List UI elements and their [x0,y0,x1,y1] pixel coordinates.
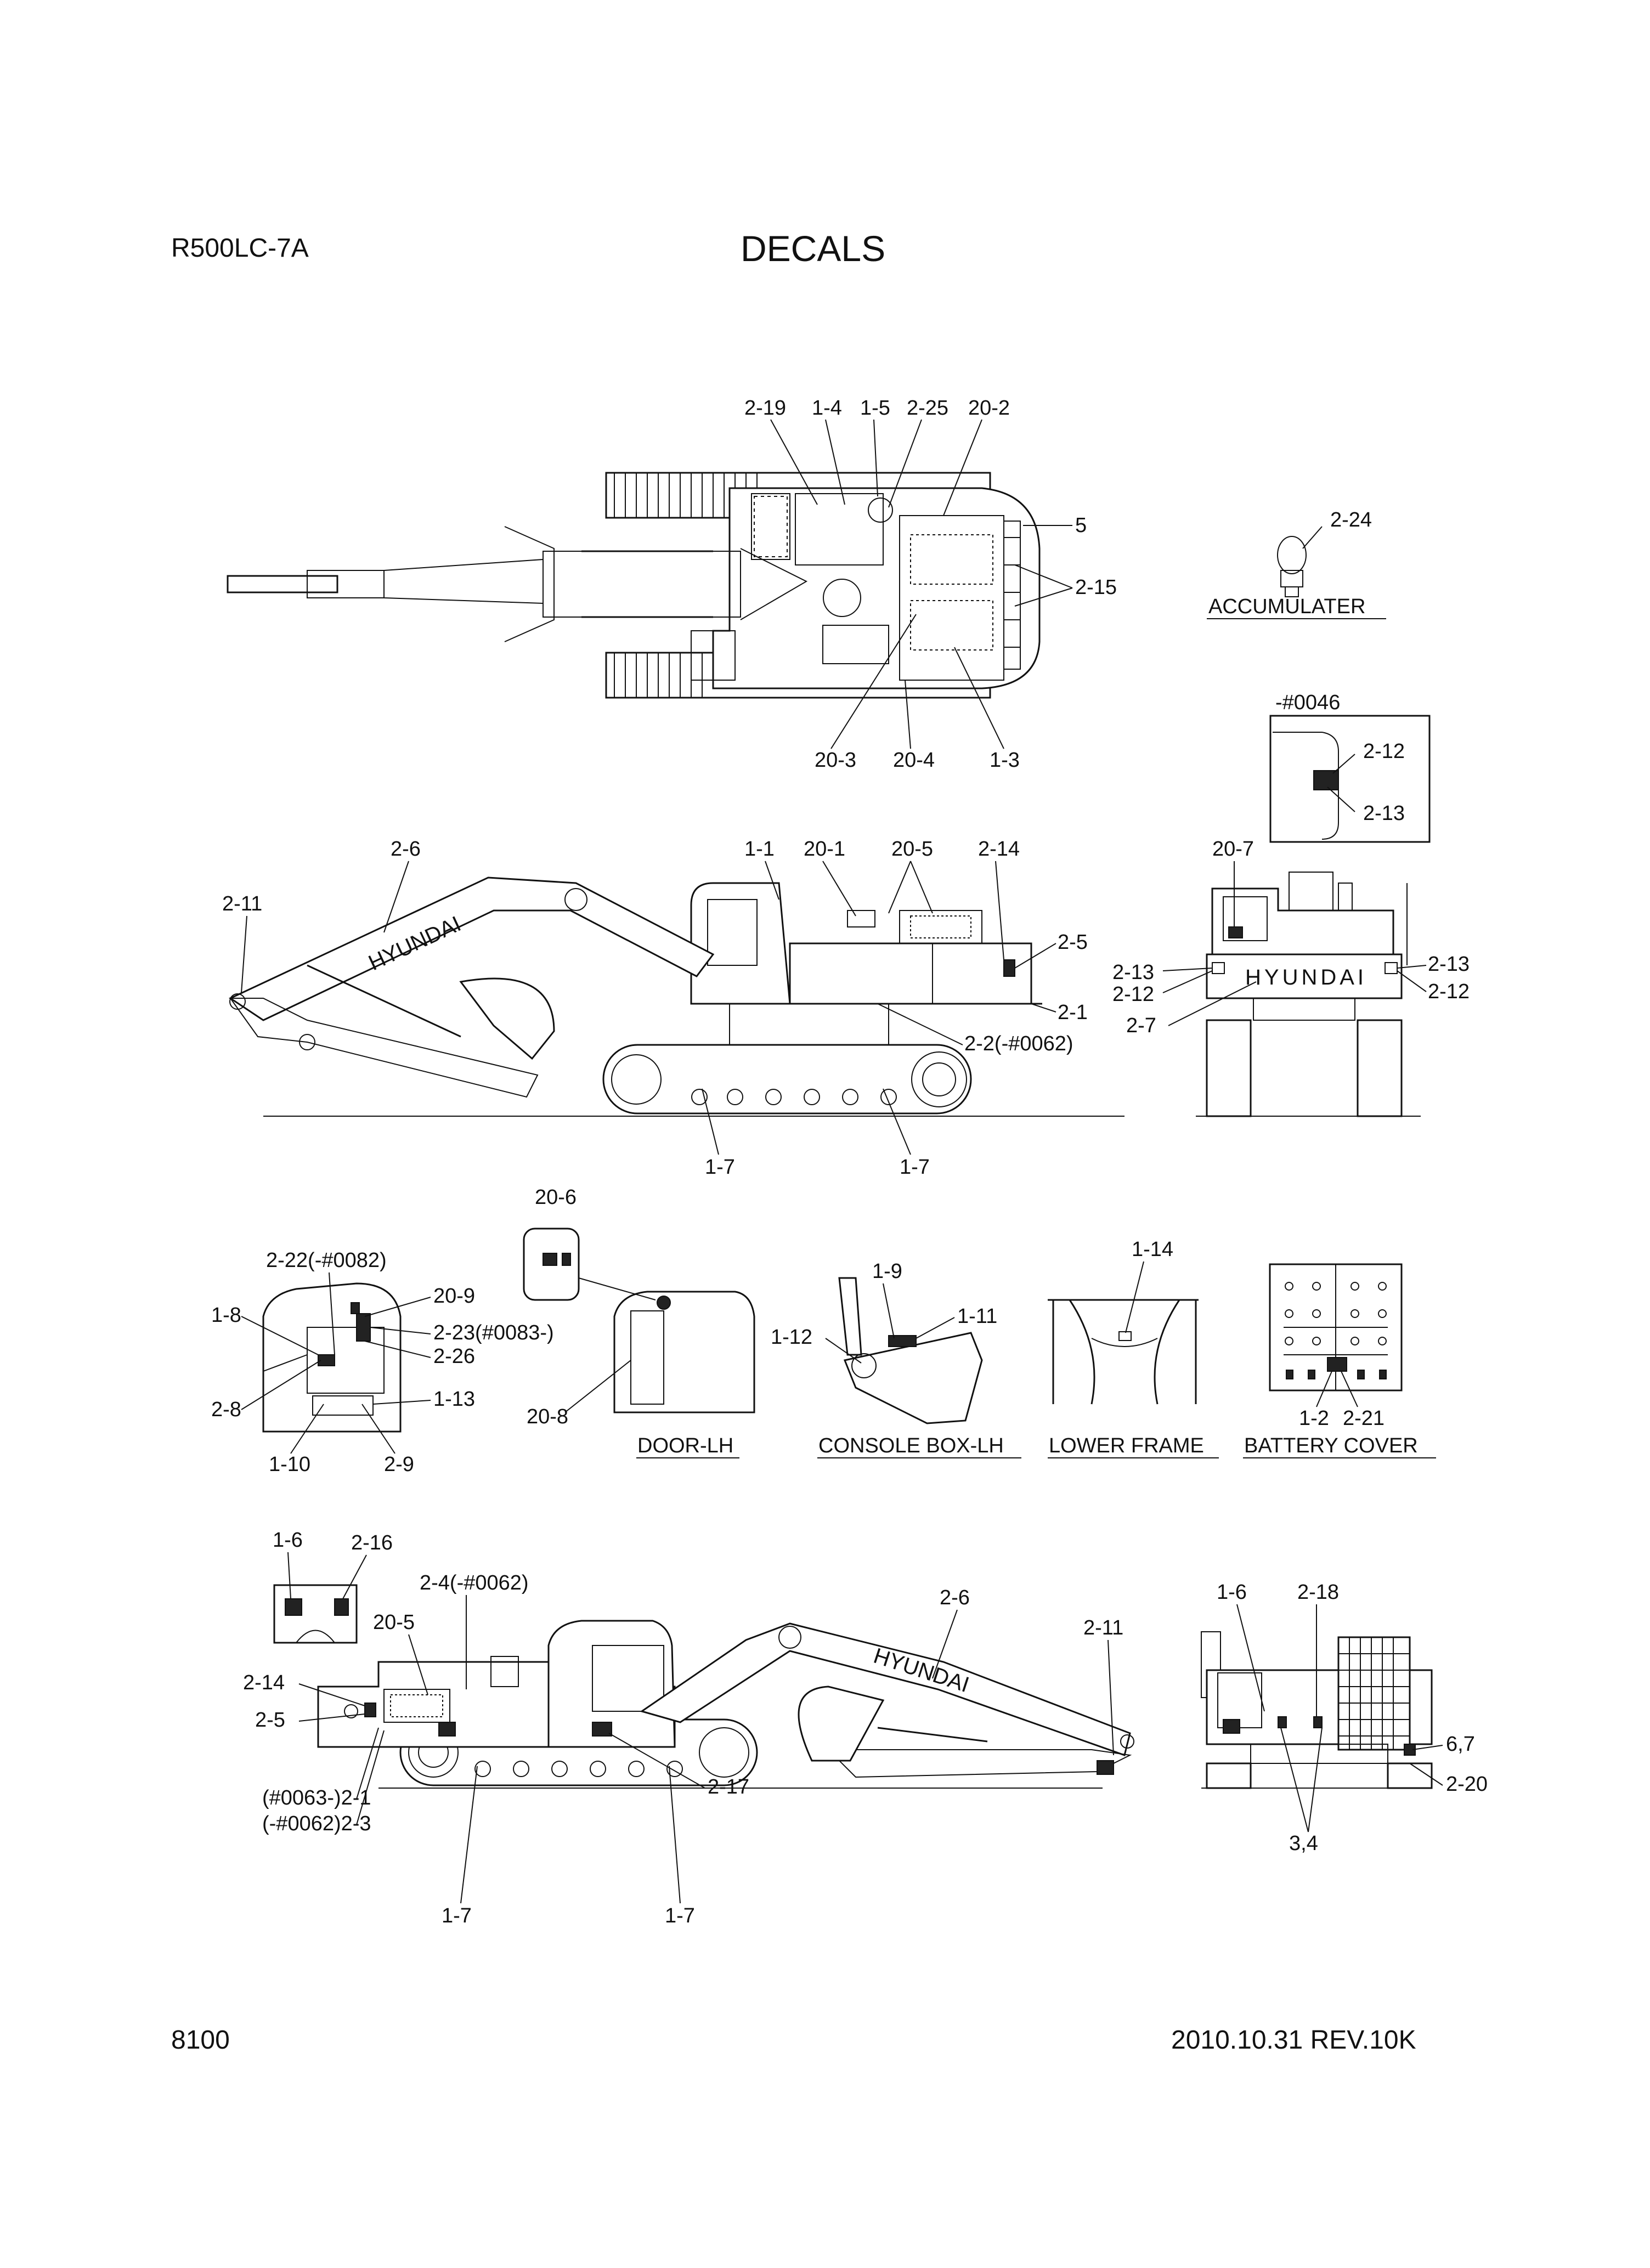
callout: 5 [1075,514,1087,537]
callout: 2-14 [243,1671,285,1694]
callout: 20-3 [815,749,856,772]
side-view-left-callouts: 2-6 2-11 1-1 20-1 20-5 2-14 2-5 2-1 2-2(… [222,838,1088,1179]
callout: 1-1 [744,838,775,861]
top-view [227,472,1041,699]
callout: 2-16 [351,1531,393,1554]
model-number: R500LC-7A [171,234,309,263]
callout: 20-5 [373,1611,415,1634]
callout: 2-4(-#0062) [420,1571,529,1594]
console-box-view: 1-9 1-11 1-12 CONSOLE BOX-LH [771,1260,1021,1458]
callout: 20-4 [893,749,935,772]
callout: 1-7 [705,1156,735,1179]
callout: 20-8 [527,1405,568,1428]
callout: 1-9 [872,1260,902,1283]
page-title: DECALS [741,228,885,269]
callout: 1-10 [269,1453,310,1476]
top-view-callouts: 2-19 1-4 1-5 2-25 20-2 5 2-15 20-3 20-4 … [744,397,1117,772]
callout: 3,4 [1289,1832,1318,1855]
callout: 20-9 [433,1285,475,1308]
callout: 2-5 [255,1709,285,1732]
callout: 2-11 [222,892,262,915]
callout: 2-12 [1428,980,1470,1003]
front-view: 1-6 2-18 6,7 2-20 3,4 [1201,1581,1488,1855]
lower-frame-caption: LOWER FRAME [1049,1434,1204,1457]
callout: 2-9 [384,1453,414,1476]
callout: 2-23(#0083-) [433,1321,554,1344]
callout: (#0063-)2-1 [262,1786,371,1809]
accumulator-view: 2-24 ACCUMULATER [1207,508,1386,619]
serial-inset: -#0046 2-12 2-13 [1269,691,1431,843]
callout: 1-3 [990,749,1020,772]
callout: 2-8 [211,1398,241,1421]
console-caption: CONSOLE BOX-LH [818,1434,1004,1457]
rear-brand: HYUNDAI [1245,965,1367,989]
callout: 2-19 [744,397,786,420]
callout: 20-5 [891,838,933,861]
callout: (-#0062)2-3 [262,1812,371,1835]
side-view-left: HYUNDAI [228,876,1125,1117]
callout: 2-17 [708,1775,749,1798]
callout: 2-25 [907,397,948,420]
callout: 2-15 [1075,576,1117,599]
door-lh-view: 20-6 20-8 DOOR-LH [523,1186,755,1458]
callout: 2-18 [1297,1581,1339,1604]
callout: 2-20 [1446,1773,1488,1796]
revision-date: 2010.10.31 REV.10K [1171,2026,1416,2055]
callout: 2-5 [1058,931,1088,954]
callout: 20-2 [968,397,1010,420]
callout: 1-5 [860,397,890,420]
callout: 2-13 [1112,961,1154,984]
callout: 2-13 [1428,953,1470,976]
callout: 1-12 [771,1326,812,1349]
callout: 20-7 [1212,838,1254,861]
callout: 2-6 [940,1586,970,1609]
callout: 2-24 [1330,508,1372,531]
page-number: 8100 [171,2026,230,2055]
callout: 1-6 [273,1529,303,1552]
callout: 2-6 [391,838,421,861]
callout: 2-26 [433,1345,475,1368]
callout: 1-8 [211,1304,241,1327]
callout: 2-12 [1363,740,1405,763]
callout: 1-2 [1299,1407,1329,1430]
callout: 2-7 [1126,1014,1156,1037]
callout: 2-21 [1343,1407,1385,1430]
accumulator-caption: ACCUMULATER [1208,595,1365,618]
callout: 2-2(-#0062) [964,1032,1073,1055]
callout: 2-22(-#0082) [266,1249,387,1272]
lower-frame-view: 1-14 LOWER FRAME [1048,1238,1219,1458]
callout: 2-14 [978,838,1020,861]
callout: 2-11 [1083,1616,1123,1639]
door-caption: DOOR-LH [637,1434,733,1457]
callout: 1-7 [665,1904,695,1927]
callout: 6,7 [1446,1733,1475,1756]
rear-view: HYUNDAI 20-7 2-13 2-12 2-7 2-13 2-12 [1112,838,1470,1117]
callout: 1-11 [957,1305,997,1328]
callout: 20-6 [535,1186,577,1209]
callout: 1-14 [1132,1238,1173,1261]
callout: 20-1 [804,838,845,861]
callout: 1-7 [442,1904,472,1927]
callout: 1-4 [812,397,842,420]
callout: 1-13 [433,1388,475,1411]
side-view-right-callouts: 1-6 2-16 2-4(-#0062) 20-5 2-14 2-5 (#006… [243,1529,1123,1927]
callout: 2-1 [1058,1001,1088,1024]
battery-cover-view: 1-2 2-21 BATTERY COVER [1243,1263,1436,1458]
callout: 1-7 [900,1156,930,1179]
callout: 1-6 [1217,1581,1247,1604]
battery-cover-caption: BATTERY COVER [1244,1434,1418,1457]
cab-interior-view: 2-22(-#0082) 20-9 1-8 2-23(#0083-) 2-26 … [211,1249,554,1476]
callout: 2-12 [1112,983,1154,1006]
boom-brand-right: HYUNDAI [871,1644,972,1697]
serial-number: -#0046 [1275,691,1340,714]
callout: 2-13 [1363,802,1405,825]
